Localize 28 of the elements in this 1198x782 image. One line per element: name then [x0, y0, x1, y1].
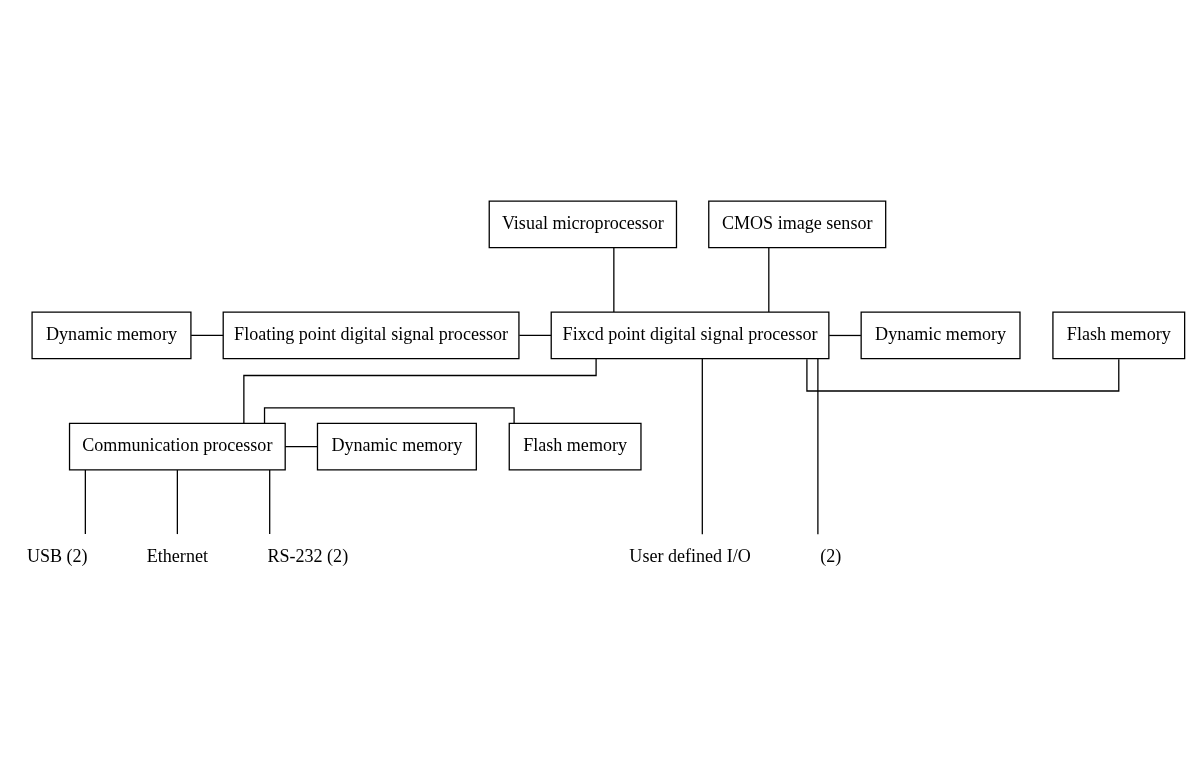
node-box: Flash memory [508, 422, 642, 471]
connector [269, 469, 271, 535]
node-box: Communication processor [68, 422, 286, 471]
connector [817, 358, 819, 535]
connector [768, 247, 770, 313]
connector [176, 469, 178, 535]
node-box: Dynamic memory [31, 311, 192, 360]
node-box: Dynamic memory [316, 422, 477, 471]
connector [84, 469, 86, 535]
node-box: Fixcd point digital signal processor [550, 311, 830, 360]
connector [190, 334, 224, 337]
node-text: (2) [820, 546, 842, 567]
node-text: User defined I/O [629, 546, 751, 567]
connector [518, 334, 552, 337]
node-box: CMOS image sensor [708, 200, 887, 249]
node-text: USB (2) [26, 546, 88, 567]
node-box: Flash memory [1052, 311, 1186, 360]
connector [613, 247, 615, 313]
node-box: Dynamic memory [860, 311, 1021, 360]
node-box: Floating point digital signal processor [222, 311, 520, 360]
connector [828, 334, 862, 337]
connector [701, 358, 703, 535]
node-box: Visual microprocessor [488, 200, 678, 249]
connector [284, 445, 319, 448]
connector [243, 358, 597, 424]
node-text: RS-232 (2) [267, 546, 349, 567]
connector [806, 358, 1120, 392]
node-text: Ethernet [146, 546, 208, 567]
